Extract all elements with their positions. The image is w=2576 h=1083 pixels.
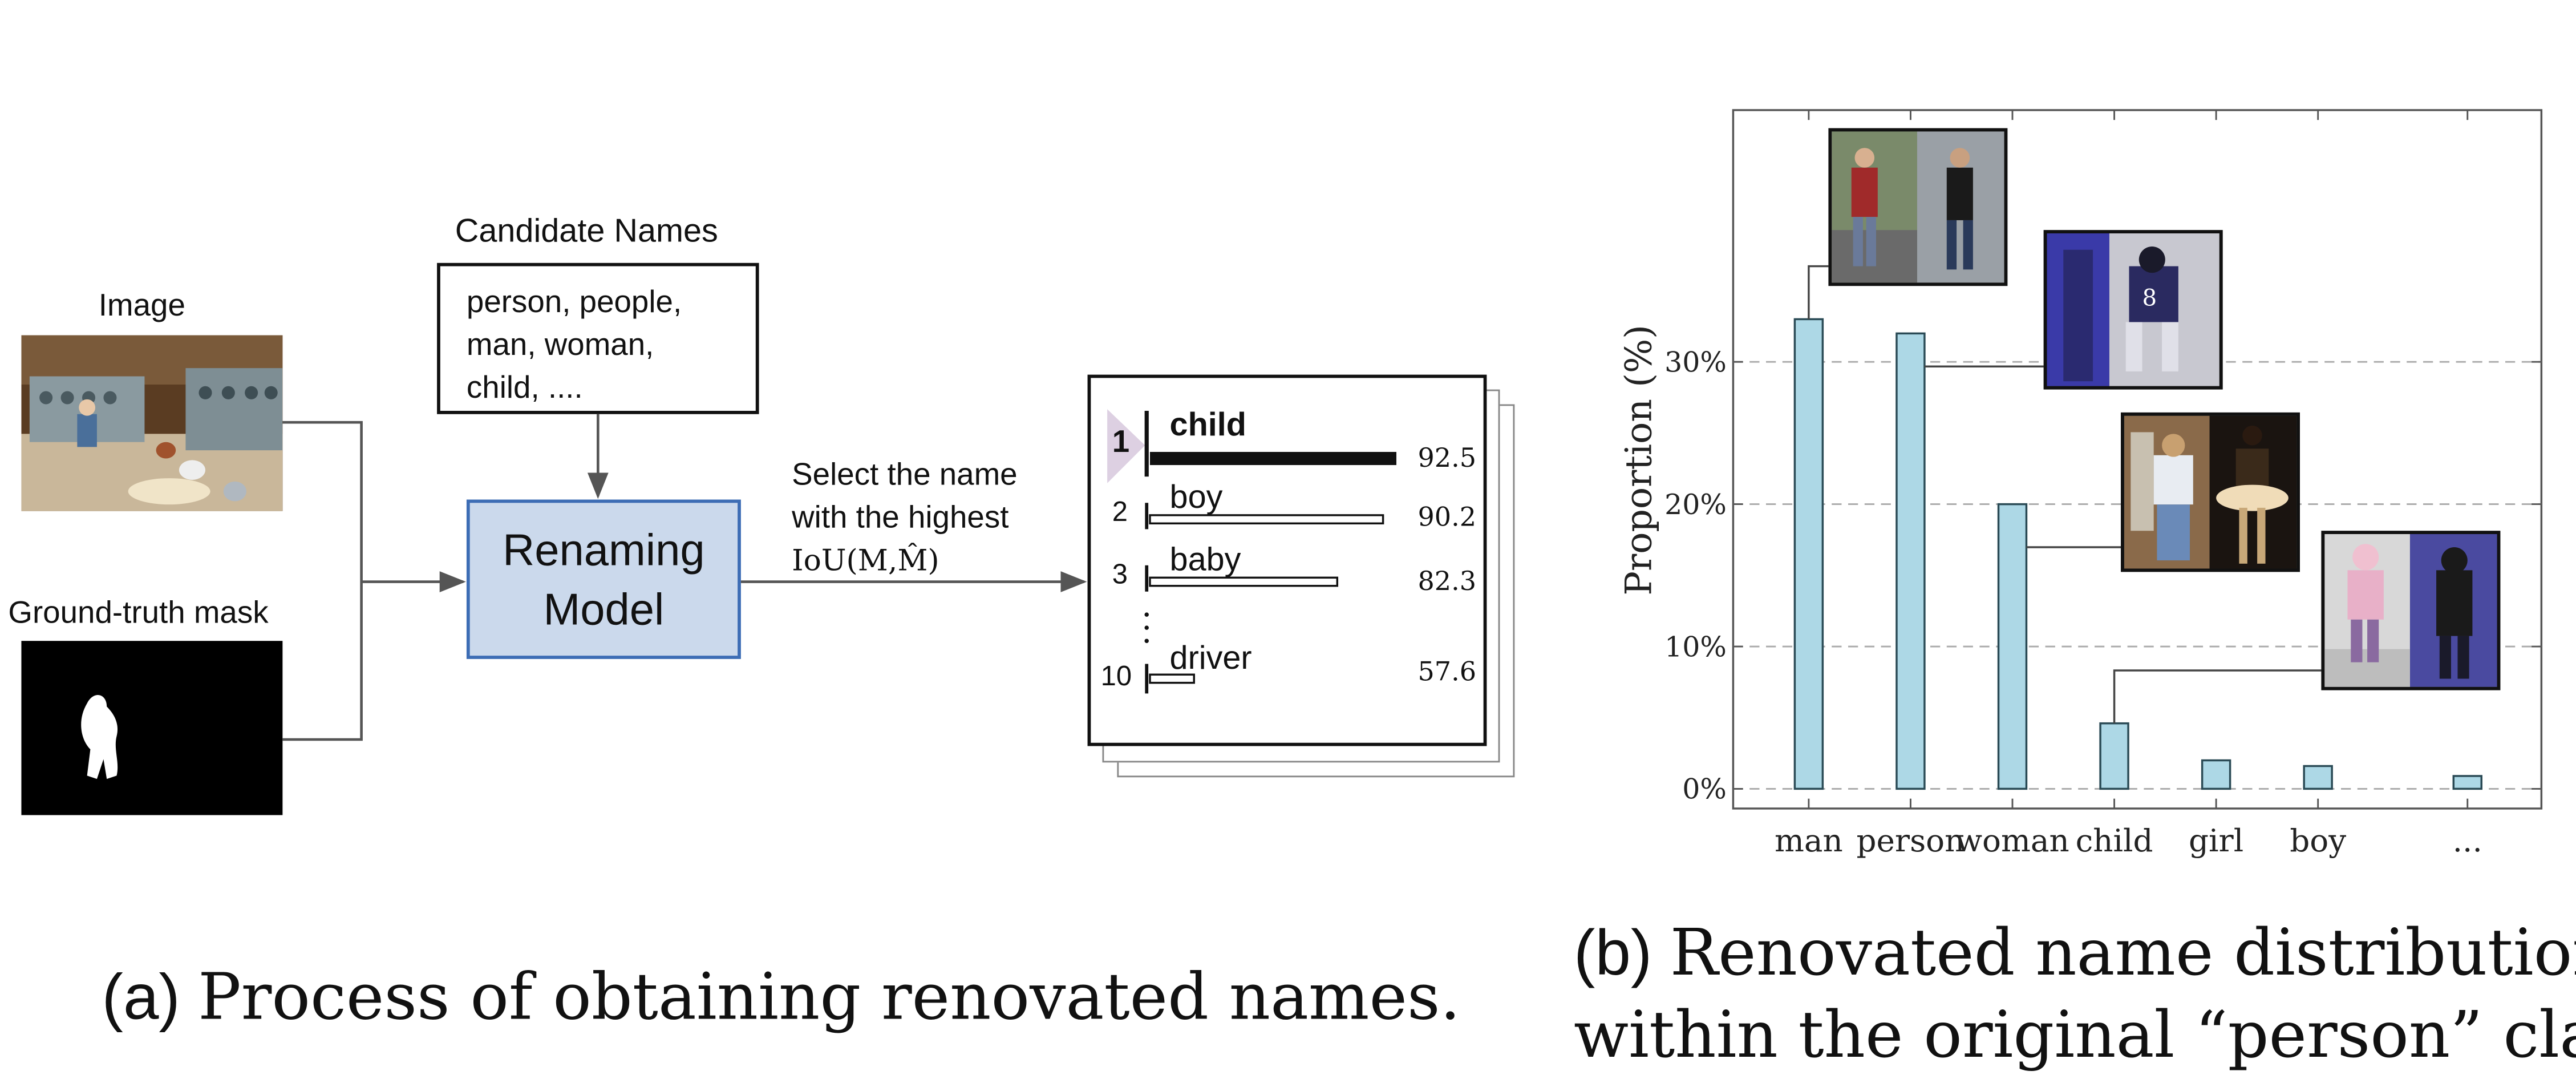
bar-... xyxy=(2452,775,2482,790)
select-line: Select the name xyxy=(792,458,1018,494)
man-thumbnail xyxy=(1828,128,2008,286)
model-line: Model xyxy=(543,585,665,635)
leader-line xyxy=(2113,669,2322,724)
rank-name: boy xyxy=(1169,479,1223,516)
rank-number: 3 xyxy=(1112,559,1128,590)
person-thumbnail: 8 xyxy=(2043,230,2223,390)
rank-number: 10 xyxy=(1100,660,1132,692)
caption-b-prefix: (b) xyxy=(1574,918,1652,989)
bar-child xyxy=(2099,722,2129,790)
rank-bar xyxy=(1149,576,1339,587)
iou-formula: IoU(M,M̂) xyxy=(792,544,939,579)
rank-bar xyxy=(1150,452,1396,466)
caption-a-prefix: (a) xyxy=(102,963,180,1034)
candidate-line: child, .... xyxy=(466,371,583,406)
y-tick-label: 0% xyxy=(1682,773,1727,806)
select-line: with the highest xyxy=(792,501,1009,536)
y-tick-label: 10% xyxy=(1664,631,1727,663)
x-tick-label: woman xyxy=(1955,822,2069,859)
candidate-line: man, woman, xyxy=(466,329,654,363)
bar-boy xyxy=(2303,765,2333,790)
x-tick-label: girl xyxy=(2189,822,2243,859)
caption-a: (a) Process of obtaining renovated names… xyxy=(102,961,1461,1036)
x-tick-label: child xyxy=(2076,822,2153,859)
rank-name: driver xyxy=(1169,641,1252,677)
rank-bar xyxy=(1149,514,1384,525)
caption-b-line1: Renovated name distribution xyxy=(1670,917,2576,991)
x-tick-label: ... xyxy=(2453,822,2482,859)
candidate-line: person, people, xyxy=(466,286,682,321)
rank-score: 90.2 xyxy=(1417,501,1477,533)
y-tick-label: 30% xyxy=(1664,346,1727,378)
rank-score: 92.5 xyxy=(1417,442,1477,474)
x-tick-label: man xyxy=(1775,822,1843,859)
caption-b-line2: within the original “person” class. xyxy=(1574,999,2576,1073)
woman-thumbnail xyxy=(2121,412,2300,572)
y-tick-label: 20% xyxy=(1664,488,1727,521)
plot-frame xyxy=(1732,109,2543,810)
mask-label: Ground-truth mask xyxy=(8,596,269,631)
bar-man xyxy=(1793,318,1824,790)
candidate-names-box: person, people, man, woman, child, .... xyxy=(437,262,759,414)
rank-number: 1 xyxy=(1112,425,1130,460)
input-image xyxy=(21,335,283,511)
rank-score: 82.3 xyxy=(1417,565,1477,597)
ground-truth-mask xyxy=(21,641,283,815)
model-line: Renaming xyxy=(503,526,705,576)
bar-woman xyxy=(1997,503,2028,790)
y-axis-label: Proportion (%) xyxy=(1617,325,1659,596)
child-thumbnail xyxy=(2321,531,2501,690)
rank-number: 2 xyxy=(1112,496,1128,528)
caption-b: (b) Renovated name distribution within t… xyxy=(1574,914,2576,1078)
image-label: Image xyxy=(98,289,185,324)
renaming-model-box: Renaming Model xyxy=(466,499,741,659)
rank-name: child xyxy=(1169,407,1246,444)
caption-a-text: Process of obtaining renovated names. xyxy=(198,961,1461,1036)
rank-name: baby xyxy=(1169,542,1241,579)
rank-score: 57.6 xyxy=(1417,656,1477,687)
leader-line xyxy=(1808,265,1829,320)
candidate-names-title: Candidate Names xyxy=(455,213,718,250)
x-tick-label: boy xyxy=(2290,822,2346,859)
svg-text:8: 8 xyxy=(2142,285,2157,312)
flow-connectors xyxy=(282,414,1087,741)
bar-person xyxy=(1895,332,1926,790)
rank-bar xyxy=(1149,673,1195,684)
ranking-card: 1 child 92.5 2 boy 90.2 3 baby 82.3 10 d… xyxy=(1087,374,1487,746)
x-tick-label: person xyxy=(1857,822,1965,859)
bar-girl xyxy=(2201,759,2231,790)
